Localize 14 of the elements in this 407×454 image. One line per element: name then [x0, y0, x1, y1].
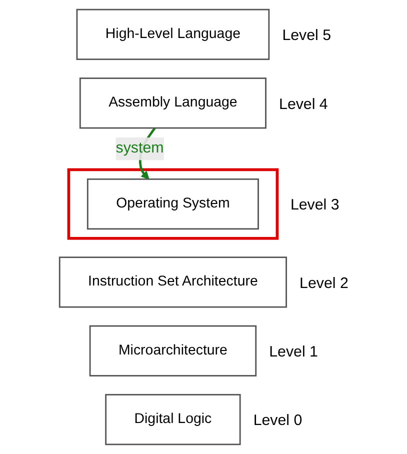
- level-label: Level 4: [278, 96, 328, 113]
- node-box: Operating System: [86, 178, 258, 230]
- node-box: Assembly Language: [78, 78, 266, 129]
- cluster: [66, 168, 278, 240]
- node-box: Microarchitecture: [88, 325, 256, 376]
- node-box: High-Level Language: [76, 8, 270, 60]
- node-box: Instruction Set Architecture: [58, 256, 286, 308]
- level-label: Level 3: [290, 196, 339, 214]
- level-label: Level 5: [282, 27, 331, 44]
- level-label: Level 2: [299, 274, 348, 292]
- level-label: Level 0: [252, 412, 302, 430]
- node-box: Digital Logic: [104, 394, 240, 446]
- level-label: Level 1: [268, 344, 318, 361]
- edge-label: system: [115, 140, 164, 156]
